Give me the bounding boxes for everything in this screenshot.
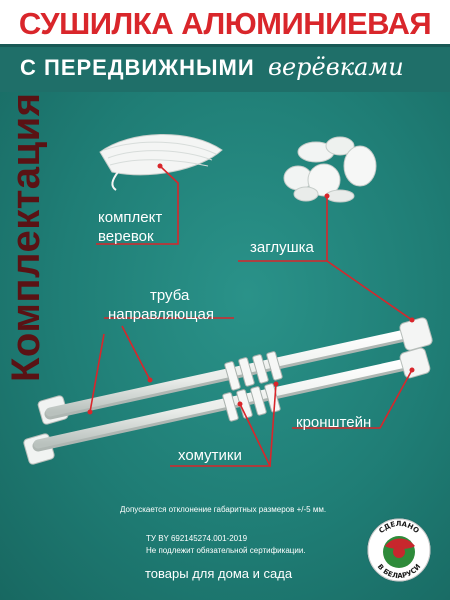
- tagline: товары для дома и сада: [145, 566, 293, 581]
- product-title: СУШИЛКА АЛЮМИНИЕВАЯ: [18, 6, 432, 41]
- label-ropes-line1: комплект: [98, 209, 163, 226]
- label-bracket: кронштейн: [296, 414, 372, 431]
- label-tube: труба направляющая: [108, 286, 214, 324]
- clamps-lower: [222, 383, 281, 422]
- label-caps: заглушка: [250, 239, 314, 256]
- clamps-upper: [224, 351, 283, 391]
- subtitle: С ПЕРЕДВИЖНЫМИ: [20, 55, 255, 80]
- label-ropes-line2: веревок: [98, 228, 154, 245]
- tolerance-note: Допускается отклонение габаритных размер…: [120, 505, 327, 514]
- rope-bundle-image: [99, 134, 223, 191]
- subtitle-script: верёвками: [268, 53, 404, 81]
- header: СУШИЛКА АЛЮМИНИЕВАЯ С ПЕРЕДВИЖНЫМИ верёв…: [0, 0, 450, 92]
- made-in-belarus-badge: СДЕЛАНО В БЕЛАРУСИ: [366, 517, 432, 583]
- label-tube-line2: направляющая: [108, 306, 214, 323]
- label-tube-line1: труба: [150, 287, 190, 304]
- pointer-lines: [89, 165, 413, 467]
- subtitle-bar: С ПЕРЕДВИЖНЫМИ верёвками: [0, 44, 450, 92]
- end-caps-image: [283, 136, 377, 203]
- section-title: Комплектация: [4, 92, 48, 382]
- certification-note: Не подлежит обязательной сертификации.: [146, 546, 306, 555]
- tu-code: ТУ BY 692145274.001-2019: [146, 534, 248, 543]
- label-ropes: комплект веревок: [98, 208, 162, 246]
- pointer-dots: [87, 163, 415, 415]
- label-clamps: хомутики: [178, 447, 242, 464]
- rail-lower: [23, 347, 431, 465]
